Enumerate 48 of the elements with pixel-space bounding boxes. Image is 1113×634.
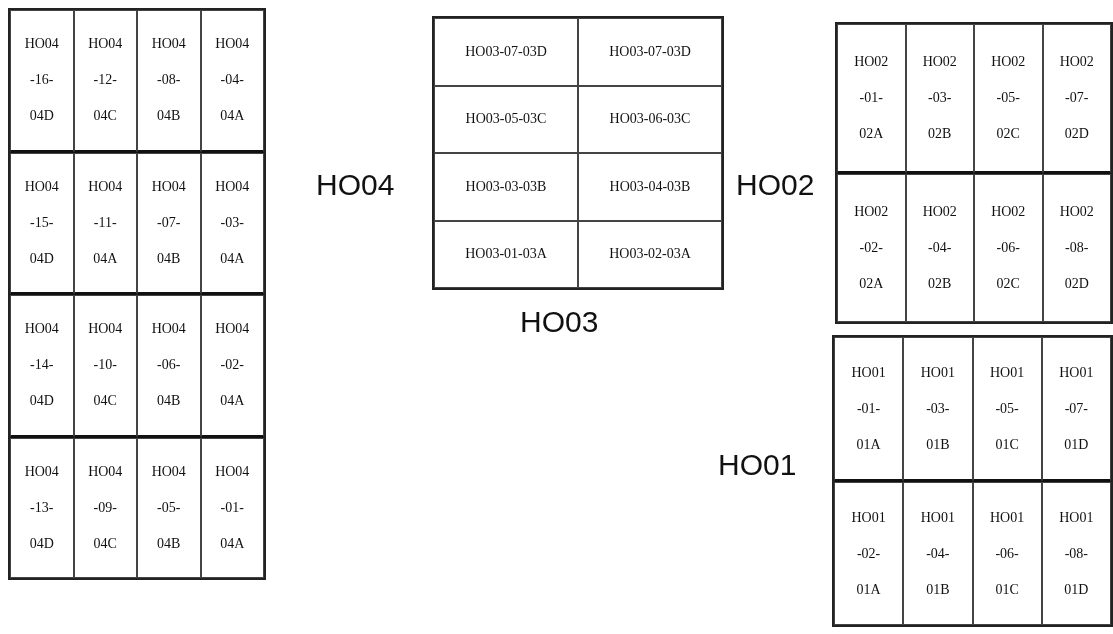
storage-grid (432, 16, 724, 290)
location-cell: HO01 -07- 01D (1041, 337, 1111, 482)
section-label: HO01 (718, 448, 797, 482)
location-cell: HO04 -13- 04D (10, 437, 74, 578)
location-cell: HO04 -09- 04C (73, 437, 137, 578)
location-cell: HO03-04-03B (578, 153, 722, 221)
location-cell: HO01 -04- 01B (903, 482, 973, 625)
location-cell: HO01 -05- 01C (972, 337, 1042, 482)
section-label: HO04 (316, 168, 395, 202)
storage-grid (835, 22, 1113, 324)
location-cell: HO04 -10- 04C (73, 295, 137, 438)
location-cell: HO04 -15- 04D (10, 152, 74, 295)
section-label: HO03 (520, 305, 599, 339)
location-cell: HO03-03-03B (434, 153, 578, 221)
location-cell: HO04 -04- 04A (200, 10, 264, 153)
location-cell: HO02 -02- 02A (837, 174, 906, 322)
location-cell: HO02 -01- 02A (837, 24, 906, 174)
location-cell: HO04 -16- 04D (10, 10, 74, 153)
location-cell: HO03-01-03A (434, 220, 578, 288)
location-cell: HO04 -12- 04C (73, 10, 137, 153)
location-cell: HO01 -01- 01A (834, 337, 904, 482)
location-cell: HO03-06-03C (578, 85, 722, 153)
location-cell: HO02 -06- 02C (974, 174, 1043, 322)
location-cell: HO02 -04- 02B (905, 174, 974, 322)
location-cell: HO04 -05- 04B (137, 437, 201, 578)
section-label: HO02 (736, 168, 815, 202)
location-cell: HO04 -11- 04A (73, 152, 137, 295)
storage-grid (8, 8, 266, 580)
storage-grid (832, 335, 1113, 627)
location-cell: HO01 -06- 01C (972, 482, 1042, 625)
location-cell: HO03-05-03C (434, 85, 578, 153)
location-cell: HO04 -06- 04B (137, 295, 201, 438)
location-cell: HO02 -07- 02D (1042, 24, 1111, 174)
location-cell: HO03-07-03D (434, 18, 578, 86)
location-cell: HO02 -05- 02C (974, 24, 1043, 174)
location-cell: HO01 -03- 01B (903, 337, 973, 482)
location-cell: HO04 -08- 04B (137, 10, 201, 153)
location-cell: HO04 -07- 04B (137, 152, 201, 295)
location-cell: HO03-02-03A (578, 220, 722, 288)
location-cell: HO04 -01- 04A (200, 437, 264, 578)
location-cell: HO03-07-03D (578, 18, 722, 86)
location-cell: HO04 -02- 04A (200, 295, 264, 438)
location-cell: HO04 -14- 04D (10, 295, 74, 438)
location-cell: HO04 -03- 04A (200, 152, 264, 295)
location-cell: HO02 -08- 02D (1042, 174, 1111, 322)
location-cell: HO01 -08- 01D (1041, 482, 1111, 625)
location-cell: HO01 -02- 01A (834, 482, 904, 625)
location-cell: HO02 -03- 02B (905, 24, 974, 174)
